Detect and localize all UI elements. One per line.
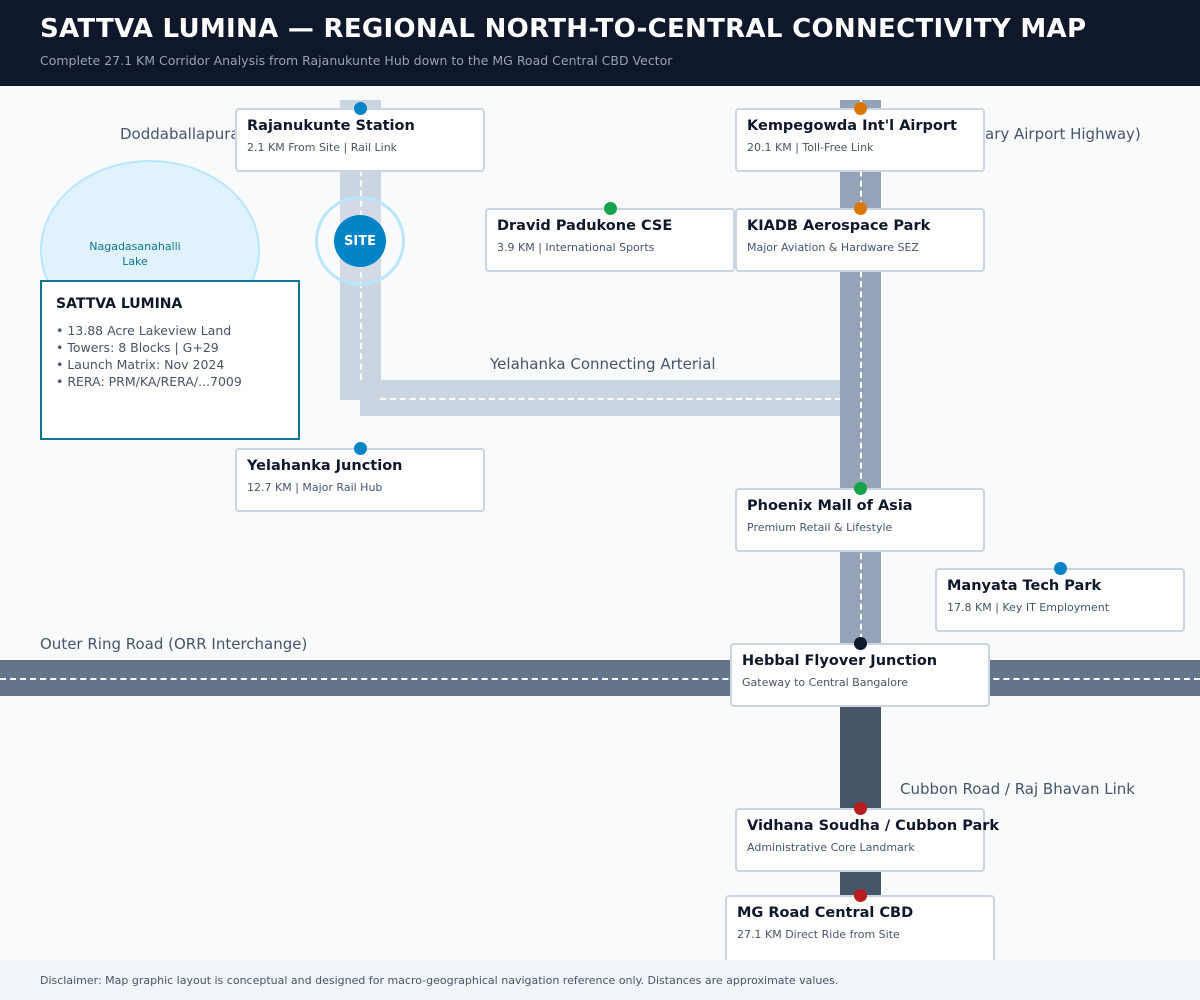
junction-icon	[854, 637, 867, 650]
disclaimer-text: Disclaimer: Map graphic layout is concep…	[40, 974, 839, 987]
lake-label: Nagadasanahalli Lake	[89, 240, 181, 268]
site-marker[interactable]: SITE	[334, 215, 386, 267]
landmark-hebbal-flyover-junction[interactable]: Hebbal Flyover Junction Gateway to Centr…	[730, 643, 990, 707]
outer-ring-road	[0, 660, 1200, 696]
footer: Disclaimer: Map graphic layout is concep…	[0, 960, 1200, 1000]
landmark-icon	[854, 802, 867, 815]
road-label-cubbon: Cubbon Road / Raj Bhavan Link	[900, 780, 1135, 798]
page-subtitle: Complete 27.1 KM Corridor Analysis from …	[40, 53, 673, 68]
sports-icon	[604, 202, 617, 215]
project-details: • 13.88 Acre Lakeview Land • Towers: 8 B…	[56, 322, 242, 390]
project-title: SATTVA LUMINA	[56, 296, 183, 312]
rail-icon	[354, 102, 367, 115]
road-label-doddaballapura: Doddaballapura	[120, 125, 240, 143]
road-label-orr: Outer Ring Road (ORR Interchange)	[40, 635, 308, 653]
project-detail-towers: • Towers: 8 Blocks | G+29	[56, 340, 219, 355]
road-label-yelahanka-arterial: Yelahanka Connecting Arterial	[490, 355, 716, 373]
road-label-airport-highway: ary Airport Highway)	[985, 125, 1141, 143]
yelahanka-arterial-road	[360, 380, 841, 416]
office-icon	[1054, 562, 1067, 575]
project-info-card: SATTVA LUMINA • 13.88 Acre Lakeview Land…	[40, 280, 300, 440]
landmark-rajanukunte-station[interactable]: Rajanukunte Station 2.1 KM From Site | R…	[235, 108, 485, 172]
airport-icon	[854, 102, 867, 115]
landmark-kiadb-aerospace-park[interactable]: KIADB Aerospace Park Major Aviation & Ha…	[735, 208, 985, 272]
industry-icon	[854, 202, 867, 215]
header: SATTVA LUMINA — REGIONAL NORTH-TO-CENTRA…	[0, 0, 1200, 86]
retail-icon	[854, 482, 867, 495]
landmark-manyata-tech-park[interactable]: Manyata Tech Park 17.8 KM | Key IT Emplo…	[935, 568, 1185, 632]
project-detail-rera: • RERA: PRM/KA/RERA/...7009	[56, 374, 242, 389]
landmark-mg-road-central-cbd[interactable]: MG Road Central CBD 27.1 KM Direct Ride …	[725, 895, 995, 960]
landmark-yelahanka-junction[interactable]: Yelahanka Junction 12.7 KM | Major Rail …	[235, 448, 485, 512]
landmark-dravid-padukone-cse[interactable]: Dravid Padukone CSE 3.9 KM | Internation…	[485, 208, 735, 272]
airport-highway-road	[840, 100, 881, 660]
landmark-phoenix-mall-of-asia[interactable]: Phoenix Mall of Asia Premium Retail & Li…	[735, 488, 985, 552]
landmark-kempegowda-airport[interactable]: Kempegowda Int'l Airport 20.1 KM | Toll-…	[735, 108, 985, 172]
connectivity-map[interactable]: Nagadasanahalli Lake Doddaballapura ary …	[0, 86, 1200, 960]
cbd-icon	[854, 889, 867, 902]
project-detail-land: • 13.88 Acre Lakeview Land	[56, 323, 232, 338]
rail-icon	[354, 442, 367, 455]
landmark-vidhana-soudha-cubbon-park[interactable]: Vidhana Soudha / Cubbon Park Administrat…	[735, 808, 999, 872]
page-title: SATTVA LUMINA — REGIONAL NORTH-TO-CENTRA…	[40, 14, 1087, 44]
project-detail-launch: • Launch Matrix: Nov 2024	[56, 357, 225, 372]
